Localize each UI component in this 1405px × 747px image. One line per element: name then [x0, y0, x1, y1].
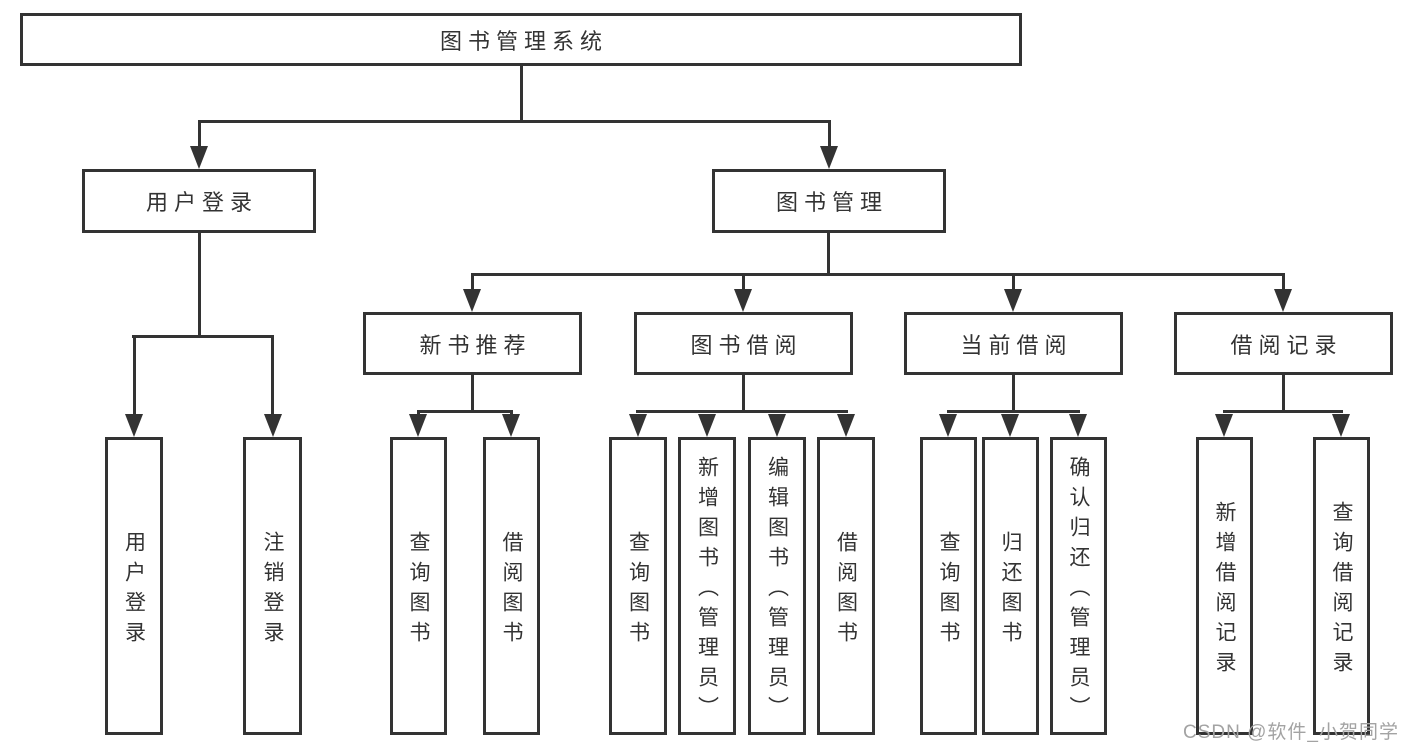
connector-vline [1282, 375, 1285, 410]
node-label: 新书推荐 [419, 332, 532, 358]
leaf-label: 注销登录 [261, 530, 284, 651]
arrow-down-icon [125, 414, 143, 437]
connector-vline [742, 273, 745, 291]
connector-hline [636, 410, 848, 413]
node-label: 图书管理 [775, 190, 888, 215]
arrow-down-icon [1069, 414, 1087, 437]
leaf-query-book-borrow: 查询图书 [609, 437, 667, 735]
arrow-down-icon [502, 414, 520, 437]
connector-hline [947, 410, 1080, 413]
connector-hline [132, 335, 274, 338]
arrow-down-icon [820, 146, 838, 169]
connector-vline [1282, 273, 1285, 291]
arrow-down-icon [734, 289, 752, 312]
arrow-down-icon [1004, 289, 1022, 312]
connector-hline [1223, 410, 1343, 413]
leaf-add-book-admin: 新增图书（管理员） [678, 437, 736, 735]
connector-vline [1012, 375, 1015, 410]
connector-vline [198, 233, 201, 335]
arrow-down-icon [190, 146, 208, 169]
node-book-borrow: 图书借阅 [634, 312, 853, 375]
arrow-down-icon [463, 289, 481, 312]
leaf-label: 新增借阅记录 [1213, 500, 1236, 681]
node-label: 图书借阅 [690, 332, 803, 358]
leaf-label: 用户登录 [122, 530, 146, 651]
arrow-down-icon [939, 414, 957, 437]
arrow-down-icon [629, 414, 647, 437]
leaf-label: 查询图书 [626, 530, 650, 651]
node-root-label: 图书管理系统 [439, 28, 608, 54]
connector-vline [510, 410, 513, 417]
leaf-add-borrow-record: 新增借阅记录 [1196, 437, 1253, 735]
node-new-book-recommend: 新书推荐 [363, 312, 582, 375]
leaf-label: 查询图书 [937, 530, 960, 651]
leaf-label: 借阅图书 [834, 530, 858, 651]
leaf-borrow-book: 借阅图书 [817, 437, 875, 735]
leaf-label: 编辑图书（管理员） [765, 455, 789, 726]
leaf-query-book-current: 查询图书 [920, 437, 977, 735]
arrow-down-icon [1215, 414, 1233, 437]
connector-hline [471, 273, 1285, 276]
leaf-user-login: 用户登录 [105, 437, 163, 735]
leaf-label: 借阅图书 [500, 530, 523, 651]
node-current-borrow: 当前借阅 [904, 312, 1123, 375]
node-book-management: 图书管理 [712, 169, 946, 233]
leaf-label: 查询借阅记录 [1330, 500, 1353, 681]
leaf-query-borrow-record: 查询借阅记录 [1313, 437, 1370, 735]
leaf-label: 确认归还（管理员） [1067, 455, 1090, 726]
arrow-down-icon [768, 414, 786, 437]
leaf-label: 新增图书（管理员） [695, 455, 719, 726]
node-borrow-records: 借阅记录 [1174, 312, 1393, 375]
leaf-edit-book-admin: 编辑图书（管理员） [748, 437, 806, 735]
node-label: 借阅记录 [1230, 332, 1343, 358]
connector-vline [417, 410, 420, 417]
connector-vline [828, 120, 831, 149]
arrow-down-icon [837, 414, 855, 437]
arrow-down-icon [1001, 414, 1019, 437]
connector-vline [471, 375, 474, 410]
arrow-down-icon [698, 414, 716, 437]
connector-vline [827, 233, 830, 273]
leaf-logout: 注销登录 [243, 437, 302, 735]
connector-vline [198, 120, 201, 149]
connector-vline [742, 375, 745, 410]
node-user-login: 用户登录 [82, 169, 316, 233]
leaf-query-book-recommend: 查询图书 [390, 437, 447, 735]
node-label: 当前借阅 [960, 332, 1073, 358]
connector-hline [417, 410, 513, 413]
arrow-down-icon [1274, 289, 1292, 312]
leaf-confirm-return-admin: 确认归还（管理员） [1050, 437, 1107, 735]
node-label: 用户登录 [145, 190, 258, 215]
leaf-borrow-book-recommend: 借阅图书 [483, 437, 540, 735]
watermark-text: CSDN @软件_小贺同学 [1183, 722, 1399, 743]
connector-vline [471, 273, 474, 291]
arrow-down-icon [264, 414, 282, 437]
leaf-label: 查询图书 [407, 530, 430, 651]
connector-vline [520, 66, 523, 120]
node-root: 图书管理系统 [20, 13, 1022, 66]
connector-vline [133, 335, 136, 416]
connector-vline [271, 335, 274, 416]
leaf-return-book: 归还图书 [982, 437, 1039, 735]
arrow-down-icon [409, 414, 427, 437]
leaf-label: 归还图书 [999, 530, 1022, 651]
connector-hline [198, 120, 831, 123]
connector-vline [1012, 273, 1015, 291]
arrow-down-icon [1332, 414, 1350, 437]
